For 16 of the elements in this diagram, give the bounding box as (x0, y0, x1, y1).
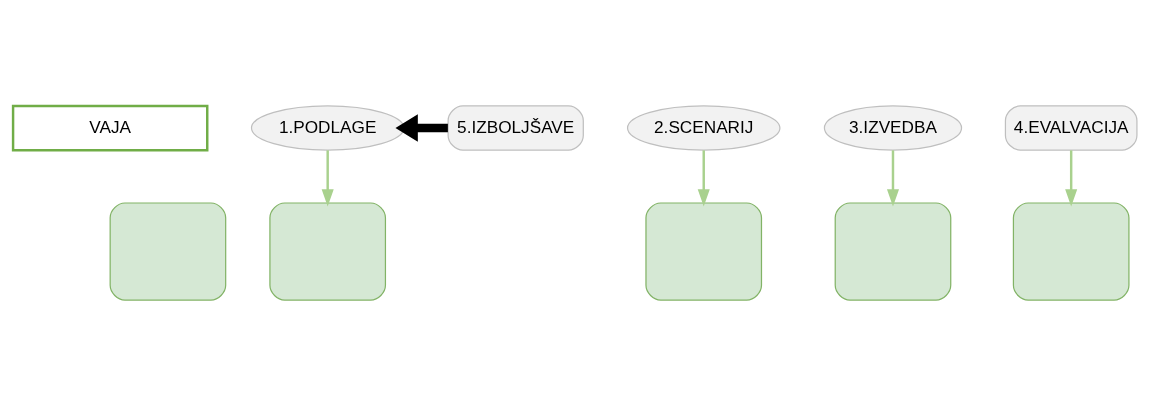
arrow (1065, 149, 1078, 207)
node-box (645, 201, 763, 301)
arrow (697, 149, 710, 207)
arrow (395, 113, 448, 142)
arrow (886, 149, 899, 207)
node-box (269, 201, 387, 301)
arrow (321, 149, 334, 207)
node-box: VAJA (11, 104, 209, 151)
node-ellipse: 2.SCENARIJ (626, 104, 781, 151)
node-ellipse: 1.PODLAGE (250, 104, 405, 151)
node-box (1012, 201, 1130, 301)
node-ellipse: 3.IZVEDBA (823, 104, 963, 151)
node-box: 4.EVALVACIJA (1004, 104, 1138, 151)
node-box (834, 201, 952, 301)
node-box (109, 201, 227, 301)
node-box: 5.IZBOLJŠAVE (447, 104, 584, 151)
